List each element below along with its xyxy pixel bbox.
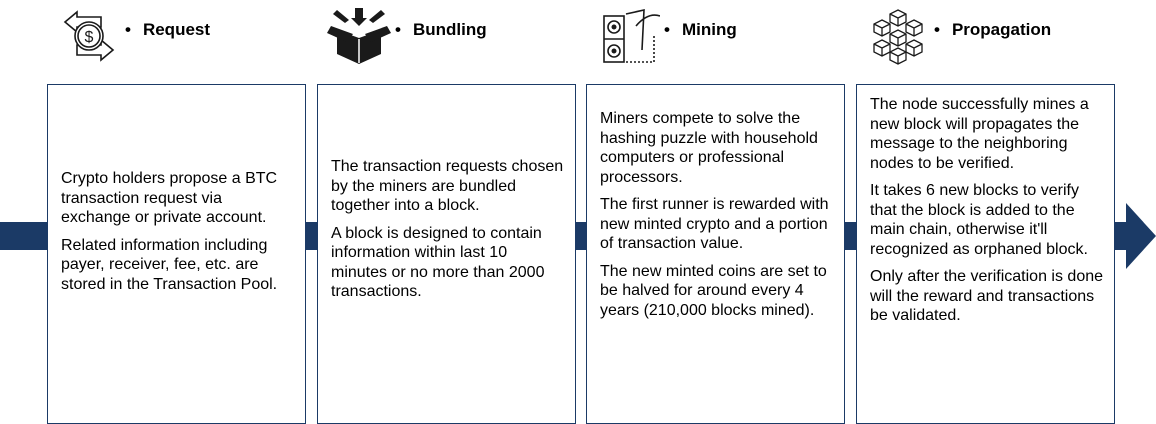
mining-rig-icon xyxy=(603,8,660,63)
description-paragraph: The transaction requests chosen by the m… xyxy=(331,158,564,214)
flow-arrow-head xyxy=(1126,203,1156,269)
description-paragraph: Related information including payer, rec… xyxy=(61,236,278,293)
description-paragraph: Only after the verification is done will… xyxy=(870,268,1104,324)
box-bundling-icon xyxy=(327,8,391,64)
stage-header: • Mining xyxy=(586,0,848,70)
stage-title: • Bundling xyxy=(395,20,487,40)
bullet: • xyxy=(664,20,670,39)
stage-header: • Propagation xyxy=(856,0,1118,70)
description-paragraph: The first runner is rewarded with new mi… xyxy=(600,196,829,252)
stage-request: $ • Request Crypto holders propose a BTC … xyxy=(47,0,309,424)
stage-description: Miners compete to solve the hashing puzz… xyxy=(600,109,834,328)
description-paragraph: The new minted coins are set to be halve… xyxy=(600,262,827,319)
stage-mining: • Mining Miners compete to solve the hash… xyxy=(586,0,848,424)
description-paragraph: Miners compete to solve the hashing puzz… xyxy=(600,110,818,186)
stage-title: • Request xyxy=(125,20,210,40)
stage-title-text: Bundling xyxy=(412,20,487,39)
description-paragraph: The node successfully mines a new block … xyxy=(870,96,1089,172)
stage-description-box: Crypto holders propose a BTC transaction… xyxy=(47,84,306,424)
stage-header: • Bundling xyxy=(317,0,579,70)
stage-title-text: Request xyxy=(142,20,211,39)
stage-title: • Propagation xyxy=(934,20,1051,40)
stage-description: Crypto holders propose a BTC transaction… xyxy=(61,169,295,302)
description-paragraph: A block is designed to contain informati… xyxy=(331,224,545,301)
stage-bundling: • Bundling The transaction requests chose… xyxy=(317,0,579,424)
bullet: • xyxy=(934,20,940,39)
stage-description: The node successfully mines a new block … xyxy=(870,95,1104,334)
bullet: • xyxy=(395,20,401,39)
stage-header: $ • Request xyxy=(47,0,309,70)
stage-description: The transaction requests chosen by the m… xyxy=(331,157,565,310)
stage-title: • Mining xyxy=(664,20,737,40)
svg-text:$: $ xyxy=(85,29,94,46)
stage-title-text: Propagation xyxy=(951,20,1052,39)
stage-title-text: Mining xyxy=(681,20,737,39)
bullet: • xyxy=(125,20,131,39)
bitcoin-exchange-icon: $ xyxy=(63,10,115,62)
cube-network-icon xyxy=(873,9,923,65)
stage-description-box: Miners compete to solve the hashing puzz… xyxy=(586,84,845,424)
stage-description-box: The node successfully mines a new block … xyxy=(856,84,1115,424)
stage-propagation: • Propagation The node successfully mines… xyxy=(856,0,1118,424)
description-paragraph: Crypto holders propose a BTC transaction… xyxy=(61,170,278,226)
stage-description-box: The transaction requests chosen by the m… xyxy=(317,84,576,424)
description-paragraph: It takes 6 new blocks to verify that the… xyxy=(870,182,1088,258)
